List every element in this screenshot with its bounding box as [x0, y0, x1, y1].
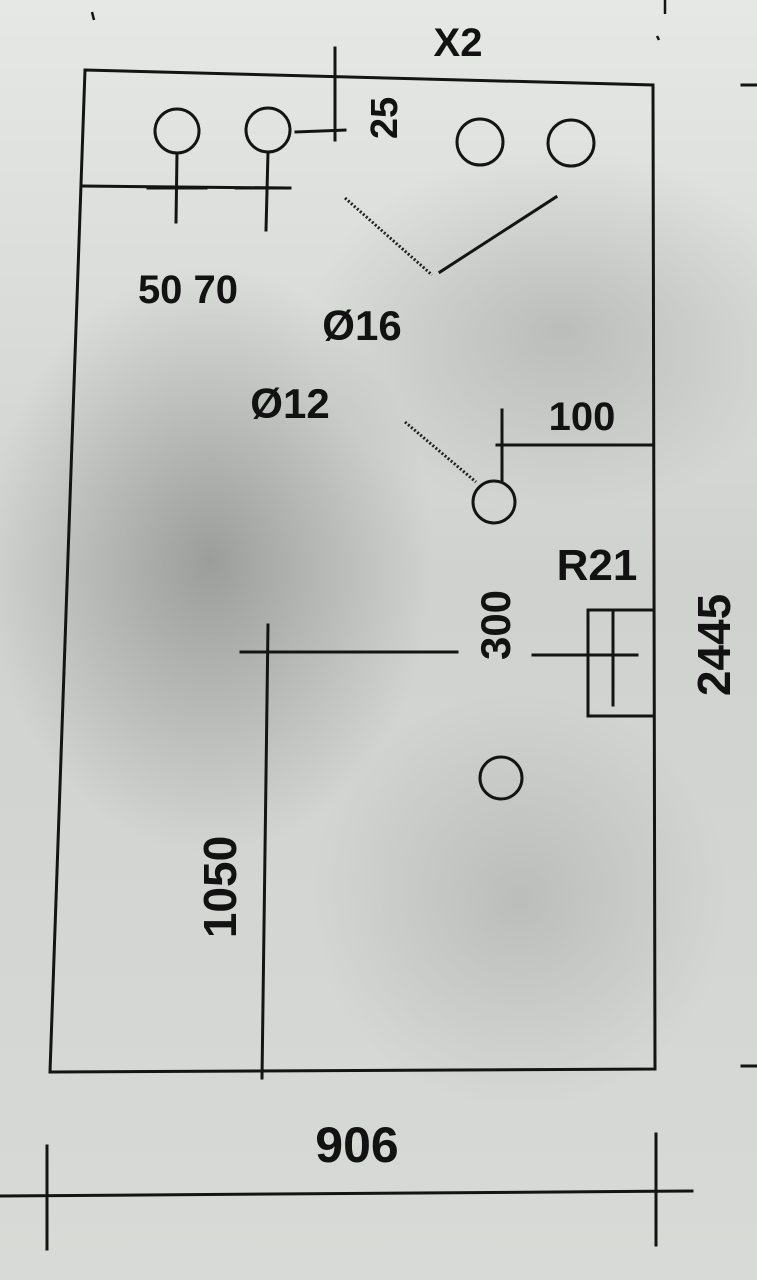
leader-diameter-16-right — [437, 194, 559, 275]
dimension-label-1050: 1050 — [194, 836, 246, 938]
panel-outline — [48, 68, 657, 1074]
leader-diameter-16-left — [344, 196, 433, 277]
dimension-line-906 — [0, 1189, 694, 1198]
hole-top-2 — [244, 106, 292, 154]
diameter-label-16: Ø16 — [322, 302, 401, 349]
cutout-r21 — [586, 608, 655, 718]
dimension-extension-25 — [294, 128, 347, 134]
leader-diameter-12 — [404, 420, 477, 484]
hole-top-3 — [455, 117, 505, 167]
dimension-line-1050 — [260, 623, 270, 1080]
stray-mark — [90, 11, 96, 21]
dimension-label-100: 100 — [549, 395, 616, 439]
hole-top-4 — [546, 118, 596, 168]
header-label: X2 — [434, 21, 483, 65]
hole-2-extension — [264, 150, 270, 232]
stray-mark — [655, 35, 661, 41]
hole-top-1 — [153, 107, 201, 155]
diameter-label-12: Ø12 — [250, 380, 329, 427]
dimension-label-25: 25 — [364, 97, 406, 139]
radius-label-r21: R21 — [557, 541, 638, 590]
hole-lower — [478, 755, 524, 801]
hole-mid-right — [471, 479, 517, 525]
dimension-label-2445: 2445 — [688, 594, 740, 696]
dimension-label-hole-spacing: 50 70 — [138, 268, 238, 312]
dimension-label-300: 300 — [472, 590, 519, 660]
dimension-label-906: 906 — [315, 1117, 398, 1173]
